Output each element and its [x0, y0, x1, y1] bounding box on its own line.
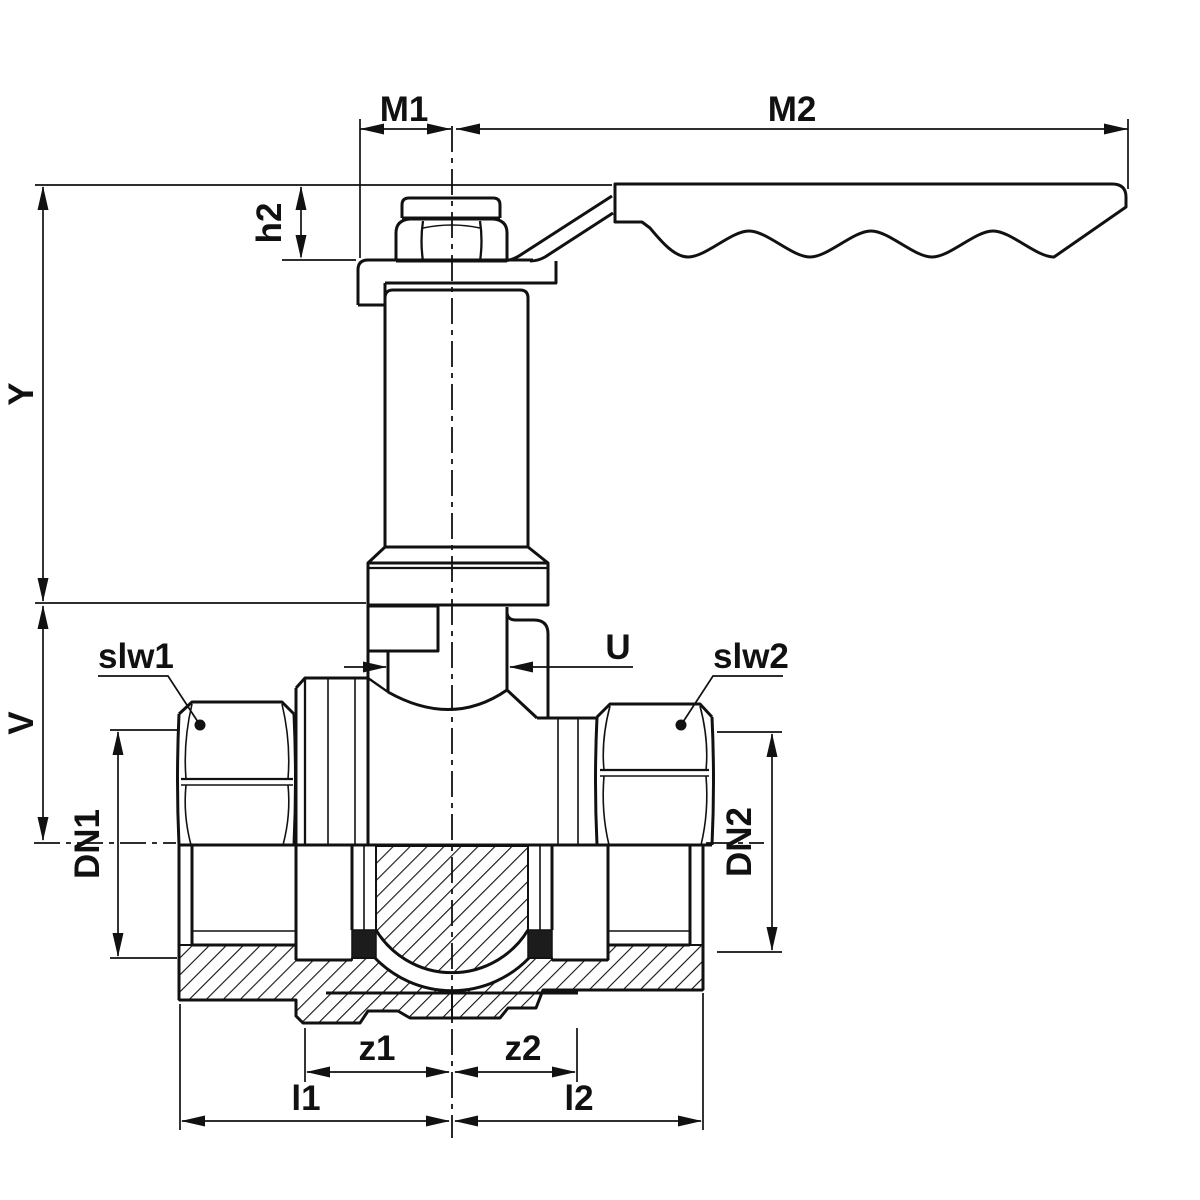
- gland-follower: [366, 604, 440, 653]
- left-hex-face-curve4: [282, 784, 290, 846]
- arrow-dn2-bottom: [766, 927, 778, 951]
- centerlines: [34, 126, 764, 1138]
- leader-dot-slw2: [675, 719, 687, 731]
- bracket-plate-top: [356, 258, 533, 305]
- extension-lines: [35, 119, 1129, 1130]
- right-collar: [557, 718, 579, 845]
- ball-arc: [374, 929, 530, 975]
- arrowheads: [37, 123, 1128, 1127]
- arrow-z2-left: [454, 1066, 478, 1078]
- right-hex-left-edge: [594, 716, 599, 846]
- label-u: U: [605, 628, 630, 667]
- label-dn2: DN2: [720, 807, 759, 877]
- left-seat-seal: [351, 929, 377, 959]
- bracket-plate-bottom: [385, 261, 558, 285]
- arrow-dn1-bottom: [112, 933, 124, 957]
- arrow-l2-left: [454, 1115, 478, 1127]
- arrow-v-top: [37, 605, 49, 629]
- arrow-m1-left: [360, 123, 384, 135]
- arrow-u-right: [509, 661, 533, 673]
- arrow-h2-bottom: [295, 235, 307, 259]
- left-hex-face-curve3: [184, 784, 192, 846]
- leader-slw2: [682, 675, 783, 723]
- dimension-annotations: M1 M2 h2 Y V DN1 DN2 slw1 slw2 U z1 z2 l…: [2, 90, 1129, 1130]
- arrow-m2-left: [456, 123, 480, 135]
- arrow-h2-top: [295, 186, 307, 210]
- left-neck-chamfer: [367, 677, 389, 693]
- leader-lines: [98, 675, 783, 731]
- arrow-l2-right: [678, 1115, 702, 1127]
- leader-slw1: [98, 675, 199, 723]
- stem-column: [383, 288, 530, 547]
- stem-nut: [394, 196, 509, 263]
- right-hex-face-curve4: [700, 775, 708, 846]
- label-y: Y: [2, 382, 41, 405]
- left-hex-left-edge: [176, 713, 181, 846]
- label-dn1: DN1: [68, 809, 107, 879]
- stem-assembly: [366, 288, 550, 607]
- arrow-dn1-top: [112, 731, 124, 755]
- label-h2: h2: [250, 203, 289, 244]
- right-hex-right-edge: [710, 716, 715, 846]
- right-seat-seal: [527, 929, 553, 959]
- arrow-m1-right: [427, 123, 451, 135]
- left-hex-face-curve1: [184, 703, 193, 780]
- label-z1: z1: [359, 1029, 396, 1068]
- leader-dot-slw1: [194, 719, 206, 731]
- left-hex-right-edge: [292, 713, 297, 846]
- left-collar-top: [294, 676, 368, 690]
- nut-face-line1: [420, 220, 425, 262]
- arrow-dn2-top: [766, 733, 778, 757]
- label-l1: l1: [291, 1079, 320, 1118]
- label-m1: M1: [380, 90, 429, 129]
- right-hex-port: [594, 702, 715, 846]
- left-hex-face-curve2: [281, 703, 290, 780]
- arrow-l1-right: [426, 1115, 450, 1127]
- nut-cap: [400, 196, 502, 218]
- label-slw1: slw1: [98, 637, 174, 676]
- right-neck-chamfer: [505, 688, 539, 720]
- label-z2: z2: [505, 1029, 542, 1068]
- stem-shoulder: [366, 545, 549, 565]
- lever-handle: [613, 182, 1128, 259]
- label-v: V: [2, 711, 41, 735]
- strap-upper-edge: [501, 194, 613, 263]
- nut-crown-arc: [422, 224, 481, 229]
- packing-nut: [366, 561, 550, 607]
- left-hex-port: [176, 700, 297, 846]
- left-collar: [294, 652, 389, 845]
- arrow-v-bottom: [37, 817, 49, 841]
- body-bottom-contour: [179, 988, 703, 1025]
- right-hex-top: [595, 702, 714, 719]
- stem-boss-lip: [505, 611, 550, 718]
- section-hatching: [178, 845, 704, 1024]
- neck-and-dome: [366, 604, 597, 720]
- dome-arc: [387, 688, 508, 711]
- right-hex-face-curve3: [602, 775, 610, 846]
- left-hex-top: [177, 700, 296, 716]
- dimension-labels: M1 M2 h2 Y V DN1 DN2 slw1 slw2 U z1 z2 l…: [2, 90, 816, 1118]
- strap-lower-edge: [529, 211, 614, 263]
- arrow-u-left: [363, 661, 387, 673]
- right-hex-face-curve1: [602, 705, 611, 771]
- right-hex-face-curve2: [699, 705, 708, 771]
- nut-face-line2: [478, 220, 483, 262]
- arrow-z2-right: [552, 1066, 576, 1078]
- arrow-z1-left: [306, 1066, 330, 1078]
- arrow-y-top: [37, 186, 49, 210]
- arrow-m2-right: [1104, 123, 1128, 135]
- bracket-left-flange: [358, 283, 387, 307]
- label-l2: l2: [564, 1079, 593, 1118]
- arrow-l1-left: [181, 1115, 205, 1127]
- label-slw2: slw2: [713, 637, 789, 676]
- arrow-y-bottom: [37, 578, 49, 602]
- label-m2: M2: [768, 90, 817, 129]
- arrow-z1-right: [426, 1066, 450, 1078]
- cavity-arc: [373, 956, 531, 993]
